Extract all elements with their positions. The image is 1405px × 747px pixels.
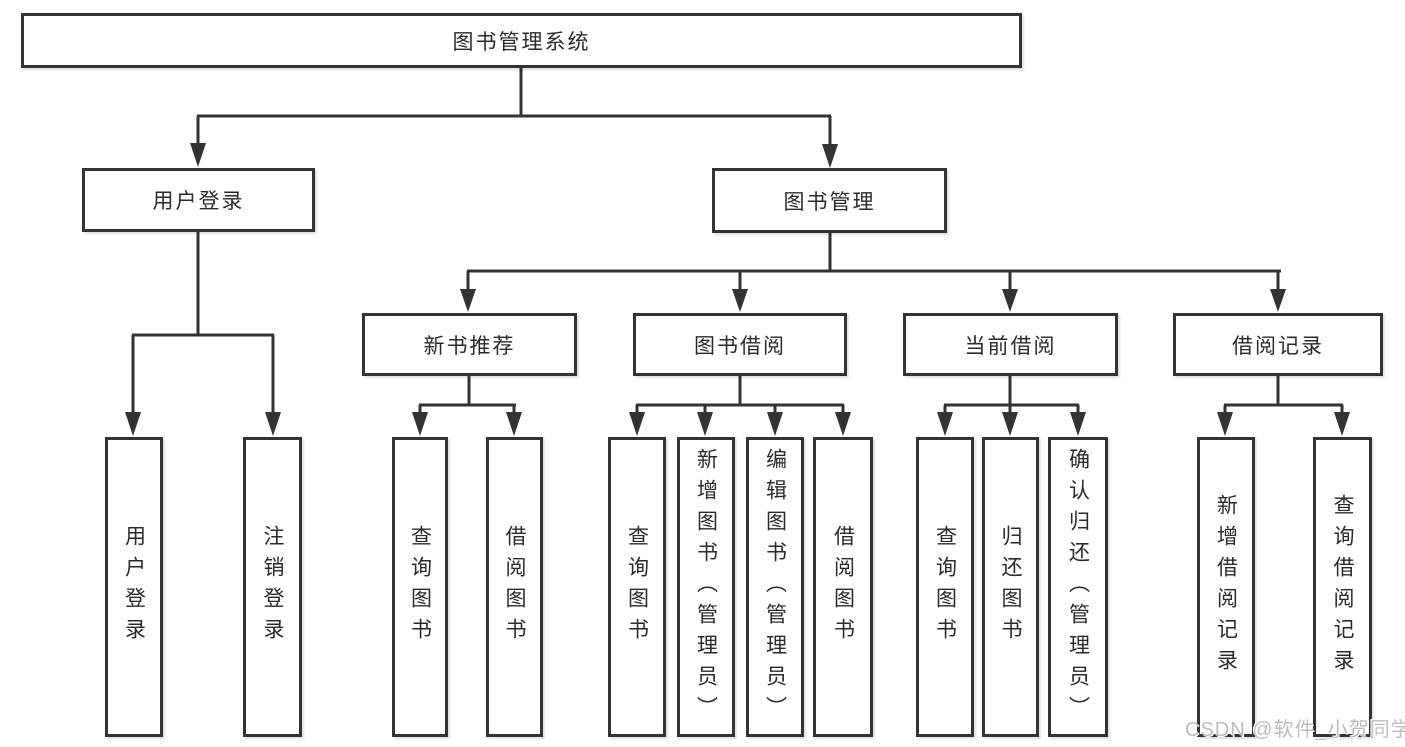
leaf-add-books-admin: 新增图书（管理员）	[677, 437, 735, 737]
node-book-management: 图书管理	[712, 168, 947, 233]
node-current-borrowing: 当前借阅	[903, 313, 1118, 376]
leaf-query-borrow-record: 查询借阅记录	[1313, 437, 1372, 737]
leaf-logout: 注销登录	[243, 437, 302, 737]
leaf-query-books-borrowing: 查询图书	[608, 437, 666, 737]
arrowheads	[125, 143, 1350, 436]
leaf-add-borrow-record: 新增借阅记录	[1197, 437, 1255, 737]
leaf-return-books: 归还图书	[982, 437, 1039, 737]
leaf-query-books-recommend: 查询图书	[392, 437, 448, 737]
node-root: 图书管理系统	[21, 13, 1022, 68]
leaf-borrow-books-borrowing: 借阅图书	[813, 437, 873, 737]
node-user-login: 用户登录	[82, 168, 315, 232]
leaf-query-books-current: 查询图书	[916, 437, 974, 737]
leaf-borrow-books-recommend: 借阅图书	[486, 437, 543, 737]
watermark-text: CSDN @软件_小贺同学	[1185, 719, 1405, 741]
node-borrowing-records: 借阅记录	[1173, 313, 1383, 376]
leaf-confirm-return-admin: 确认归还（管理员）	[1048, 437, 1108, 737]
leaf-user-login: 用户登录	[105, 437, 163, 737]
leaf-edit-books-admin: 编辑图书（管理员）	[746, 437, 804, 737]
node-book-borrowing: 图书借阅	[633, 313, 847, 376]
node-new-book-recommendation: 新书推荐	[362, 313, 577, 376]
